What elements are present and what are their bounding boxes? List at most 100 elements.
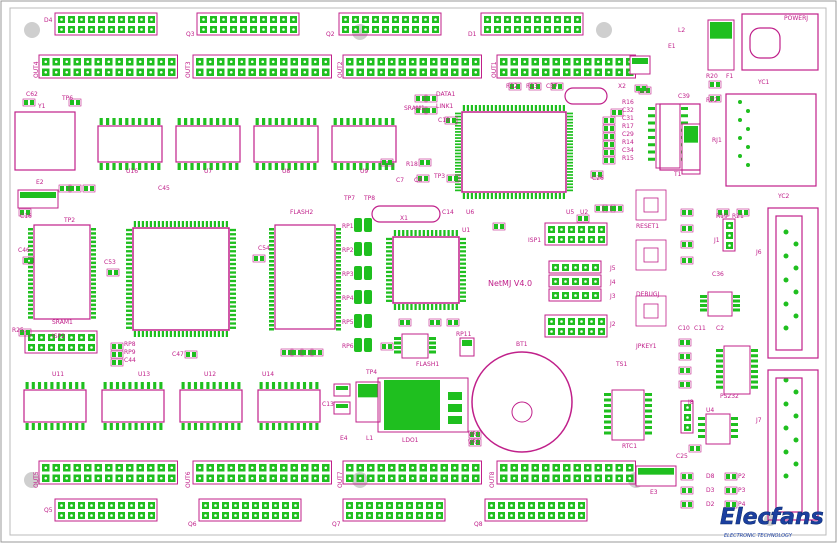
label-c26: C26 [592, 175, 604, 182]
label-ts1: TS1 [615, 361, 627, 368]
label-d2: D2 [706, 501, 715, 508]
label-r12: R12 [506, 83, 518, 90]
chip-ps232 [716, 345, 758, 395]
smd-part [680, 224, 694, 233]
label-t1: T1 [673, 171, 682, 178]
label-out8: OUT8 [489, 471, 496, 488]
smd-part [602, 140, 616, 149]
label-ldo1: LDO1 [402, 437, 419, 444]
label-c29: C29 [622, 131, 634, 138]
label-tp7: TP7 [343, 195, 355, 202]
label-c34: C34 [622, 147, 634, 154]
resistor-pack-rp3 [354, 266, 372, 280]
smd-part [678, 366, 692, 375]
label-rp8: RP8 [124, 341, 136, 348]
label-j2: J2 [609, 321, 616, 328]
chip-u4 [698, 413, 738, 445]
smd-part [446, 318, 460, 327]
header-out-5 [38, 460, 178, 485]
label-jpkey: JPKEY1 [635, 343, 657, 350]
label-f1: F1 [726, 73, 733, 80]
ldo-regulator [377, 377, 469, 433]
sram-side-chip [33, 224, 91, 320]
label-u7: U7 [204, 168, 212, 175]
smd-part [634, 84, 648, 93]
power-jack [741, 13, 819, 71]
smd-part [680, 472, 694, 481]
label-l1: L1 [366, 435, 373, 442]
label-j4: J4 [609, 279, 616, 286]
battery-bt1 [471, 351, 573, 453]
header-top-3 [338, 12, 442, 36]
label-u14: U14 [262, 371, 274, 378]
smd-part [602, 156, 616, 165]
db9-pins [783, 377, 799, 479]
label-out3: OUT3 [185, 61, 192, 78]
label-bt1: BT1 [516, 341, 528, 348]
chip-u9 [331, 118, 397, 170]
label-vr1: VR1 [468, 431, 480, 438]
chip-u16 [97, 118, 163, 170]
header-bottom-q6 [198, 498, 302, 522]
smd-part [602, 124, 616, 133]
chip-u12 [179, 382, 243, 430]
smd-part [590, 170, 604, 179]
label-flash1: FLASH1 [416, 361, 439, 368]
label-p4: P4 [738, 501, 746, 508]
smd-part [736, 208, 750, 217]
label-rp5: RP5 [342, 319, 354, 326]
smd-part [610, 204, 624, 213]
large-component [459, 337, 475, 357]
label-c45: C45 [158, 185, 170, 192]
label-c14: C14 [442, 209, 454, 216]
smd-part [444, 116, 458, 125]
label-r21: R21 [732, 213, 744, 220]
label-r14: R14 [622, 139, 634, 146]
label-j6: J6 [755, 249, 762, 256]
elecfans-logo: Elecfans ELECTRONIC TECHNOLOGY [720, 505, 824, 539]
smd-part [110, 350, 124, 359]
smd-part [576, 214, 590, 223]
resistor-pack-rp5 [354, 314, 372, 328]
smd-part [508, 82, 522, 91]
smd-part [468, 430, 482, 439]
label-c13: C13 [322, 401, 334, 408]
smd-part [680, 256, 694, 265]
label-out7: OUT7 [337, 471, 344, 488]
header-top-2 [196, 12, 300, 36]
label-sram-l: SRAM1 [52, 319, 73, 326]
smd-part [492, 222, 506, 231]
large-component [333, 401, 351, 415]
smd-part [602, 148, 616, 157]
label-c8: C8 [414, 177, 422, 184]
label-c54: C54 [258, 245, 270, 252]
label-c32: C32 [622, 107, 634, 114]
label-rj1: RJ1 [712, 137, 722, 144]
resistor-pack-rp1 [354, 218, 372, 232]
header-j2 [544, 314, 608, 338]
label-c7: C7 [396, 177, 404, 184]
label-c39: C39 [678, 93, 690, 100]
smd-part [446, 174, 460, 183]
resistor-pack-rp6 [354, 338, 372, 352]
db9-connector-j6 [767, 207, 819, 359]
pins-u1 [386, 230, 466, 310]
label-e1: E1 [668, 43, 676, 50]
label-u2: U2 [580, 209, 588, 216]
label-sram1: SRAM1 [404, 105, 425, 112]
label-tp8: TP8 [363, 195, 375, 202]
smd-part [82, 184, 96, 193]
label-r16: R16 [622, 99, 634, 106]
header-out-2 [342, 54, 482, 79]
large-component [333, 383, 351, 397]
label-e3: E3 [650, 489, 658, 496]
label-vr2: VR2 [468, 439, 480, 446]
label-y1: Y1 [37, 103, 46, 110]
label-u11: U11 [52, 371, 64, 378]
label-u12: U12 [204, 371, 216, 378]
label-yc1: YC1 [757, 79, 770, 86]
label-out6: OUT6 [185, 471, 192, 488]
header-isp2 [24, 330, 98, 354]
label-r25: R25 [12, 327, 24, 334]
